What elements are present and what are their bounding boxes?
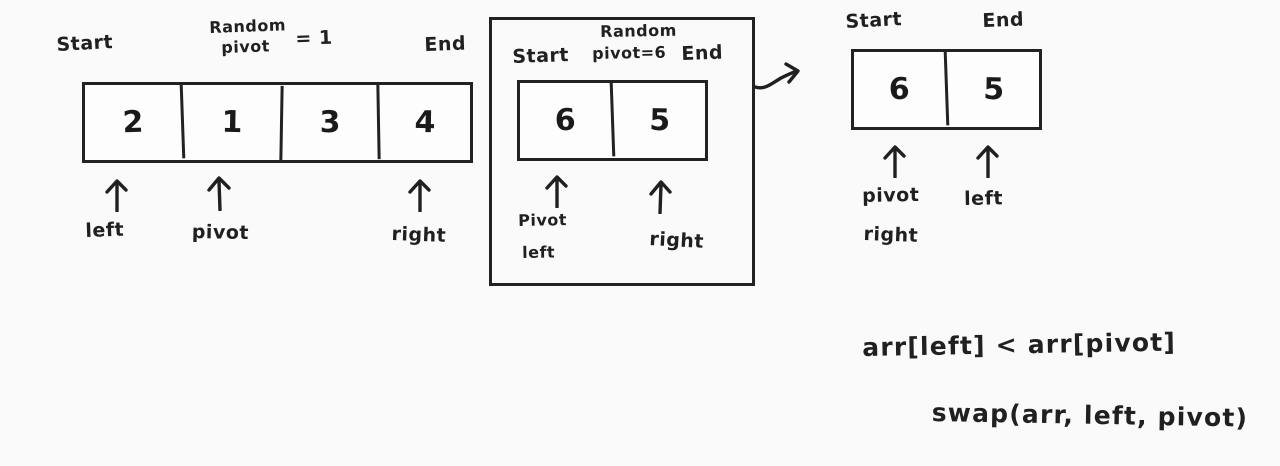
step1-left-pointer-arrow: [105, 179, 128, 212]
step3-right-pointer-label: right: [863, 223, 919, 247]
step1-pivot-note-line2: pivot: [221, 36, 271, 57]
step2-array: 6 5: [517, 80, 708, 161]
step3-start-label: Start: [845, 8, 903, 33]
step1-pivot-pointer-arrow: [207, 176, 231, 211]
step3-pivot-pointer-label: pivot: [862, 184, 920, 207]
step2-pivot-note-line1: Random: [600, 20, 677, 41]
step3-end-label: End: [982, 8, 1025, 32]
step1-cell-3: 4: [414, 104, 436, 141]
step2-pivot-left-pointer-arrow: [545, 175, 568, 208]
step1-pivot-note-line1: Random: [209, 15, 287, 37]
step1-start-label: Start: [56, 31, 114, 56]
condition-note: arr[left] < arr[pivot]: [862, 327, 1177, 362]
step3-pivot-right-pointer-arrow: [883, 145, 906, 178]
step1-pivot-note-value: = 1: [295, 26, 334, 50]
step1-cell-0: 2: [83, 83, 186, 162]
step3-left-pointer-arrow: [976, 145, 999, 178]
step1-right-pointer-arrow: [408, 179, 431, 212]
step1-cell-2: 3: [282, 84, 381, 161]
step3-left-pointer-label: left: [964, 187, 1004, 210]
step1-pivot-pointer-label: pivot: [191, 221, 250, 244]
step2-pivot-pointer-label: Pivot: [518, 210, 568, 230]
step2-left-pointer-label: left: [522, 242, 556, 262]
step2-right-pointer-label: right: [648, 228, 705, 253]
step2-end-label: End: [681, 41, 724, 65]
step1-end-label: End: [424, 32, 467, 56]
step3-cell-0: 6: [852, 50, 949, 129]
transition-arrow-icon: [753, 62, 800, 90]
step2-right-pointer-arrow: [649, 180, 672, 214]
step1-cell-1: 1: [183, 84, 284, 161]
step1-right-pointer-label: right: [391, 223, 447, 247]
step3-cell-1: 5: [982, 71, 1004, 108]
step2-cell-1: 5: [648, 102, 670, 139]
step2-cell-0: 6: [518, 81, 615, 160]
step2-panel-frame: [489, 17, 755, 286]
step1-left-pointer-label: left: [85, 218, 125, 242]
step2-pivot-note-line2: pivot=6: [592, 42, 667, 63]
action-note: swap(arr, left, pivot): [931, 398, 1249, 433]
step2-start-label: Start: [512, 44, 570, 68]
step1-array: 2 1 3 4: [82, 82, 473, 163]
step3-array: 6 5: [851, 49, 1042, 130]
